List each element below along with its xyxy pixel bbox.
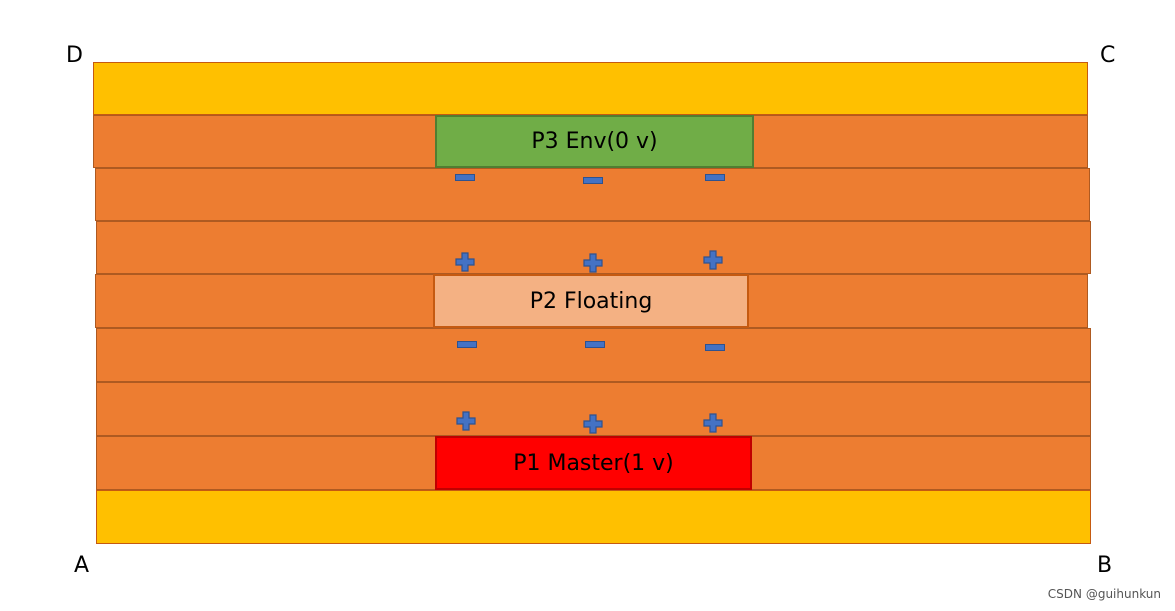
- corner-label-a: A: [74, 553, 90, 578]
- plus-icon: [703, 250, 723, 270]
- plus-icon: [456, 411, 476, 431]
- plus-icon: [583, 414, 603, 434]
- plus-icon: [583, 253, 603, 273]
- plate-p2-label: P2 Floating: [529, 288, 653, 314]
- minus-icon: [583, 177, 603, 184]
- substrate-layer-5: [96, 328, 1091, 382]
- corner-label-c: C: [1100, 43, 1116, 68]
- watermark: CSDN @guihunkun: [1047, 587, 1161, 601]
- top-shield-layer: [93, 62, 1088, 115]
- corner-label-b: B: [1097, 553, 1113, 578]
- plate-p2-floating: P2 Floating: [433, 274, 749, 328]
- plate-p1-master: P1 Master(1 v): [435, 436, 752, 490]
- corner-label-d: D: [66, 43, 83, 68]
- substrate-layer-2: [95, 168, 1090, 221]
- plate-p3-label: P3 Env(0 v): [531, 129, 658, 154]
- minus-icon: [705, 344, 725, 351]
- minus-icon: [585, 341, 605, 348]
- minus-icon: [705, 174, 725, 181]
- bottom-shield-layer: [96, 490, 1091, 544]
- plus-icon: [455, 252, 475, 272]
- minus-icon: [457, 341, 477, 348]
- plus-icon: [703, 413, 723, 433]
- minus-icon: [455, 174, 475, 181]
- plate-p1-label: P1 Master(1 v): [513, 450, 674, 476]
- plate-p3-env: P3 Env(0 v): [435, 115, 754, 168]
